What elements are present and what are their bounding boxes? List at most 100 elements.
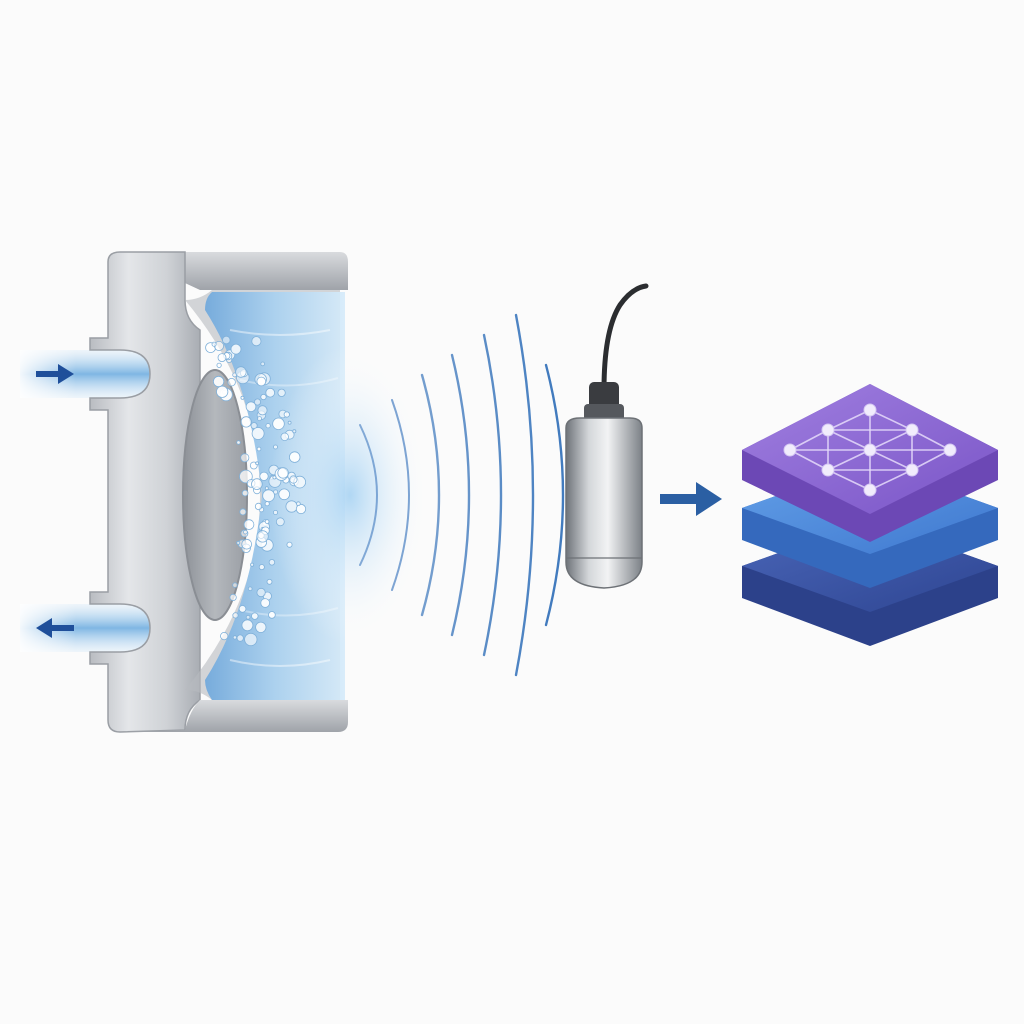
bubble: [255, 621, 267, 633]
bubble: [262, 489, 275, 503]
bubble: [216, 385, 229, 398]
flow-to-model-arrow: [660, 482, 722, 516]
bubble: [280, 432, 289, 441]
network-node: [905, 463, 919, 477]
network-node: [783, 443, 797, 457]
bubble: [250, 562, 255, 567]
outlet-flow: [20, 604, 160, 652]
layer-top: [742, 384, 998, 542]
bubble: [256, 587, 266, 598]
bubble: [268, 559, 276, 566]
bubble: [258, 564, 265, 571]
wave-arc: [359, 424, 378, 566]
bubble: [254, 502, 263, 510]
bubble: [264, 486, 269, 491]
bubble: [264, 501, 270, 507]
bubble: [275, 517, 285, 527]
bubble: [256, 446, 262, 452]
bubble: [241, 619, 254, 632]
hydrophone-sensor-icon: [565, 417, 643, 589]
neural-network-icon: [783, 403, 957, 497]
bubble: [243, 529, 248, 535]
network-edge: [911, 429, 951, 451]
bubble: [222, 335, 231, 345]
wave-arc: [482, 333, 503, 657]
bubble: [266, 578, 273, 585]
bubble: [257, 416, 262, 422]
bubble: [256, 376, 267, 387]
network-edge: [869, 469, 913, 491]
bubble: [241, 538, 253, 550]
bubble: [240, 395, 245, 400]
bubble: [239, 508, 247, 516]
network-node: [821, 423, 835, 437]
bubble: [260, 598, 271, 608]
neural-network-stack: [742, 384, 998, 646]
bubble: [277, 388, 286, 397]
emission-glow: [270, 345, 430, 645]
bubble: [220, 631, 229, 641]
bubble: [232, 635, 237, 640]
network-edge: [789, 429, 829, 451]
network-edge: [827, 449, 871, 471]
bubble: [230, 343, 242, 355]
bubble: [259, 471, 269, 481]
bubble: [253, 398, 261, 406]
arrow-left-icon: [36, 618, 52, 638]
bubble: [235, 366, 247, 378]
bubble: [292, 429, 297, 434]
wave-arc: [450, 353, 471, 637]
wave-arc: [391, 399, 410, 591]
bubble: [268, 611, 276, 619]
bubble: [238, 605, 247, 613]
bubble: [289, 475, 298, 484]
bubble: [278, 488, 291, 501]
bubble: [232, 612, 239, 619]
arrow-right-icon: [696, 482, 722, 516]
bubble: [251, 478, 263, 490]
network-edge: [827, 469, 871, 491]
network-node: [943, 443, 957, 457]
wave-arc: [544, 363, 565, 627]
bubble: [216, 362, 222, 368]
bubble: [247, 586, 253, 592]
network-edge: [869, 449, 913, 471]
bubble: [286, 541, 293, 548]
network-edge: [911, 449, 951, 471]
bubble: [272, 509, 278, 515]
bubble: [213, 375, 225, 388]
network-edge: [869, 409, 913, 431]
bubble: [245, 614, 251, 620]
bubble: [257, 405, 268, 416]
bubble: [277, 467, 289, 479]
bubble: [241, 489, 249, 497]
bubble: [232, 582, 238, 588]
network-edge: [827, 429, 871, 451]
bubble: [289, 451, 301, 463]
network-node: [821, 463, 835, 477]
bubble: [251, 427, 265, 440]
bubble: [245, 401, 257, 413]
network-node: [863, 483, 877, 497]
bubble: [229, 593, 237, 602]
bubble: [295, 503, 307, 515]
bubble: [285, 500, 298, 513]
bubble: [265, 423, 271, 429]
bubble: [260, 361, 266, 367]
bubble: [244, 632, 258, 647]
bubble: [251, 612, 259, 620]
bubble: [264, 519, 270, 524]
bubble: [255, 461, 260, 466]
acoustic-sensor: [565, 283, 649, 589]
bubble: [236, 634, 244, 642]
bubble: [256, 530, 269, 543]
bubble: [217, 353, 227, 363]
inlet-flow: [20, 350, 160, 398]
bubble: [211, 341, 217, 347]
bubble: [296, 501, 301, 507]
bubble: [265, 387, 276, 398]
network-node: [863, 443, 877, 457]
network-edge: [827, 409, 871, 431]
network-edge: [869, 429, 913, 451]
